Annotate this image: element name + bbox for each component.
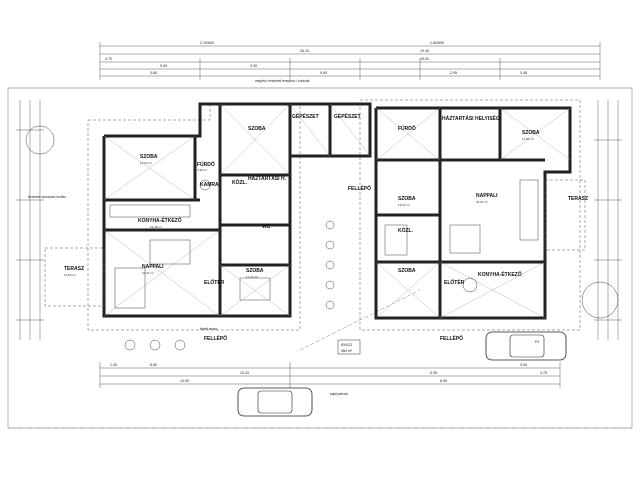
left-wall-note: tervezett szomszéd kerítés	[28, 195, 66, 199]
landscape-trees	[25, 125, 619, 351]
right-fellepo-label: FELLÉPŐ	[440, 334, 463, 342]
bottom-dimension-chain: 1.45 8.80 10.50 10.33 5.95 8.95 3.00 3.7…	[99, 362, 561, 388]
dim-top-2: 26.10	[300, 49, 309, 53]
left-fellepo-label: FELLÉPŐ	[204, 334, 227, 342]
right-szoba3-label: SZOBA	[398, 268, 416, 274]
center-block: GÉPÉSZET GÉPÉSZET FELLÉPŐ 834/23 984 m²	[288, 102, 421, 355]
right-eloter-label: ELŐTÉR	[444, 278, 465, 286]
right-szoba2-area: 13,60 m²	[398, 203, 410, 207]
dim-bottom-1: 1.45	[110, 363, 117, 367]
left-kamra-label: KAMRA	[200, 182, 219, 188]
right-hazt-label: HÁZTARTÁSI HELYISÉG	[442, 114, 500, 122]
dim-top-5: 4.70	[105, 57, 112, 61]
car-right: P1	[485, 331, 567, 361]
right-szoba1-label: SZOBA	[522, 130, 540, 136]
dim-top-8: 3.65	[150, 71, 157, 75]
dim-bottom-4: 10.33	[240, 371, 249, 375]
top-note: meglévő rendezett tereprész / burkolat	[255, 79, 310, 83]
left-nappali-label: NAPPALI	[142, 264, 164, 270]
center-gepeszet-left: GÉPÉSZET	[292, 112, 319, 120]
right-nappali-area: 24,91 m²	[476, 200, 488, 204]
dim-top-7: 3.30	[250, 64, 257, 68]
left-konyha-area: 19,48 m²	[150, 225, 162, 229]
left-hazt-label: HÁZTARTÁSI H.	[248, 175, 287, 182]
dim-top-11: 3.48	[520, 71, 527, 75]
right-nappali-label: NAPPALI	[476, 193, 498, 199]
bottom-note: saját parkoló	[330, 392, 348, 396]
top-dimension-chain: 2.10/600 26.10 19.40 19.20 4.70 9.40 3.3…	[99, 41, 601, 80]
dim-top-10: 2.95	[450, 71, 457, 75]
left-szoba3-label: SZOBA	[246, 268, 264, 274]
left-wc-label: WC	[262, 224, 271, 230]
center-fellepo: FELLÉPŐ	[348, 184, 371, 192]
plot-boundary	[7, 87, 633, 429]
left-unit: SZOBA 14,52 m² FÜRDŐ 4,30 m² KAMRA KÖZL.…	[44, 102, 301, 342]
dim-bottom-7: 3.00	[520, 363, 527, 367]
dim-bottom-6: 8.95	[440, 379, 447, 383]
right-kozl-label: KÖZL.	[398, 227, 414, 234]
dim-top-12: 1.60/600	[430, 41, 444, 45]
right-konyha-label: KONYHA-ÉTKEZŐ	[478, 270, 522, 278]
left-terasz-area: 12,55 m²	[64, 273, 76, 277]
right-terasz-label: TERASZ	[568, 196, 588, 202]
center-gepeszet-right: GÉPÉSZET	[334, 112, 361, 120]
left-kozl-label: KÖZL.	[232, 179, 248, 186]
left-furdo-area: 4,30 m²	[197, 168, 207, 172]
right-szoba1-area: 11,95 m²	[522, 137, 534, 141]
left-szoba3-area: 12,34 m²	[246, 275, 258, 279]
right-furdo-label: FÜRDŐ	[398, 125, 416, 132]
left-szoba2-label: SZOBA	[248, 126, 266, 132]
parcel-area: 984 m²	[341, 349, 353, 353]
left-szoba1-label: SZOBA	[140, 154, 158, 160]
car-label: P1	[535, 340, 539, 344]
left-furdo-label: FÜRDŐ	[197, 161, 215, 168]
left-eloter-label: ELŐTÉR	[204, 278, 225, 286]
left-szoba1-area: 14,52 m²	[140, 161, 152, 165]
car-bottom	[237, 387, 313, 417]
left-dimension-chain	[16, 100, 44, 340]
dim-top-9: 9.90	[320, 71, 327, 75]
dim-top-3: 19.40	[420, 49, 429, 53]
left-terrace-note: fedett terasz	[200, 327, 218, 331]
left-nappali-area: 24,91 m²	[142, 271, 154, 275]
parcel-number: 834/23	[341, 343, 352, 347]
dim-bottom-5: 5.95	[430, 371, 437, 375]
right-szoba2-label: SZOBA	[398, 196, 416, 202]
left-konyha-label: KONYHA-ÉTKEZŐ	[138, 216, 182, 224]
dim-top-1: 2.10/600	[200, 41, 214, 45]
dim-bottom-3: 10.50	[180, 379, 189, 383]
right-unit: FÜRDŐ HÁZTARTÁSI HELYISÉG SZOBA 11,95 m²…	[359, 99, 588, 342]
dim-bottom-8: 3.75	[540, 371, 547, 375]
dim-bottom-2: 8.80	[150, 363, 157, 367]
left-terasz-label: TERASZ	[64, 266, 84, 272]
dim-top-4: 19.20	[420, 57, 429, 61]
dim-top-6: 9.40	[160, 64, 167, 68]
